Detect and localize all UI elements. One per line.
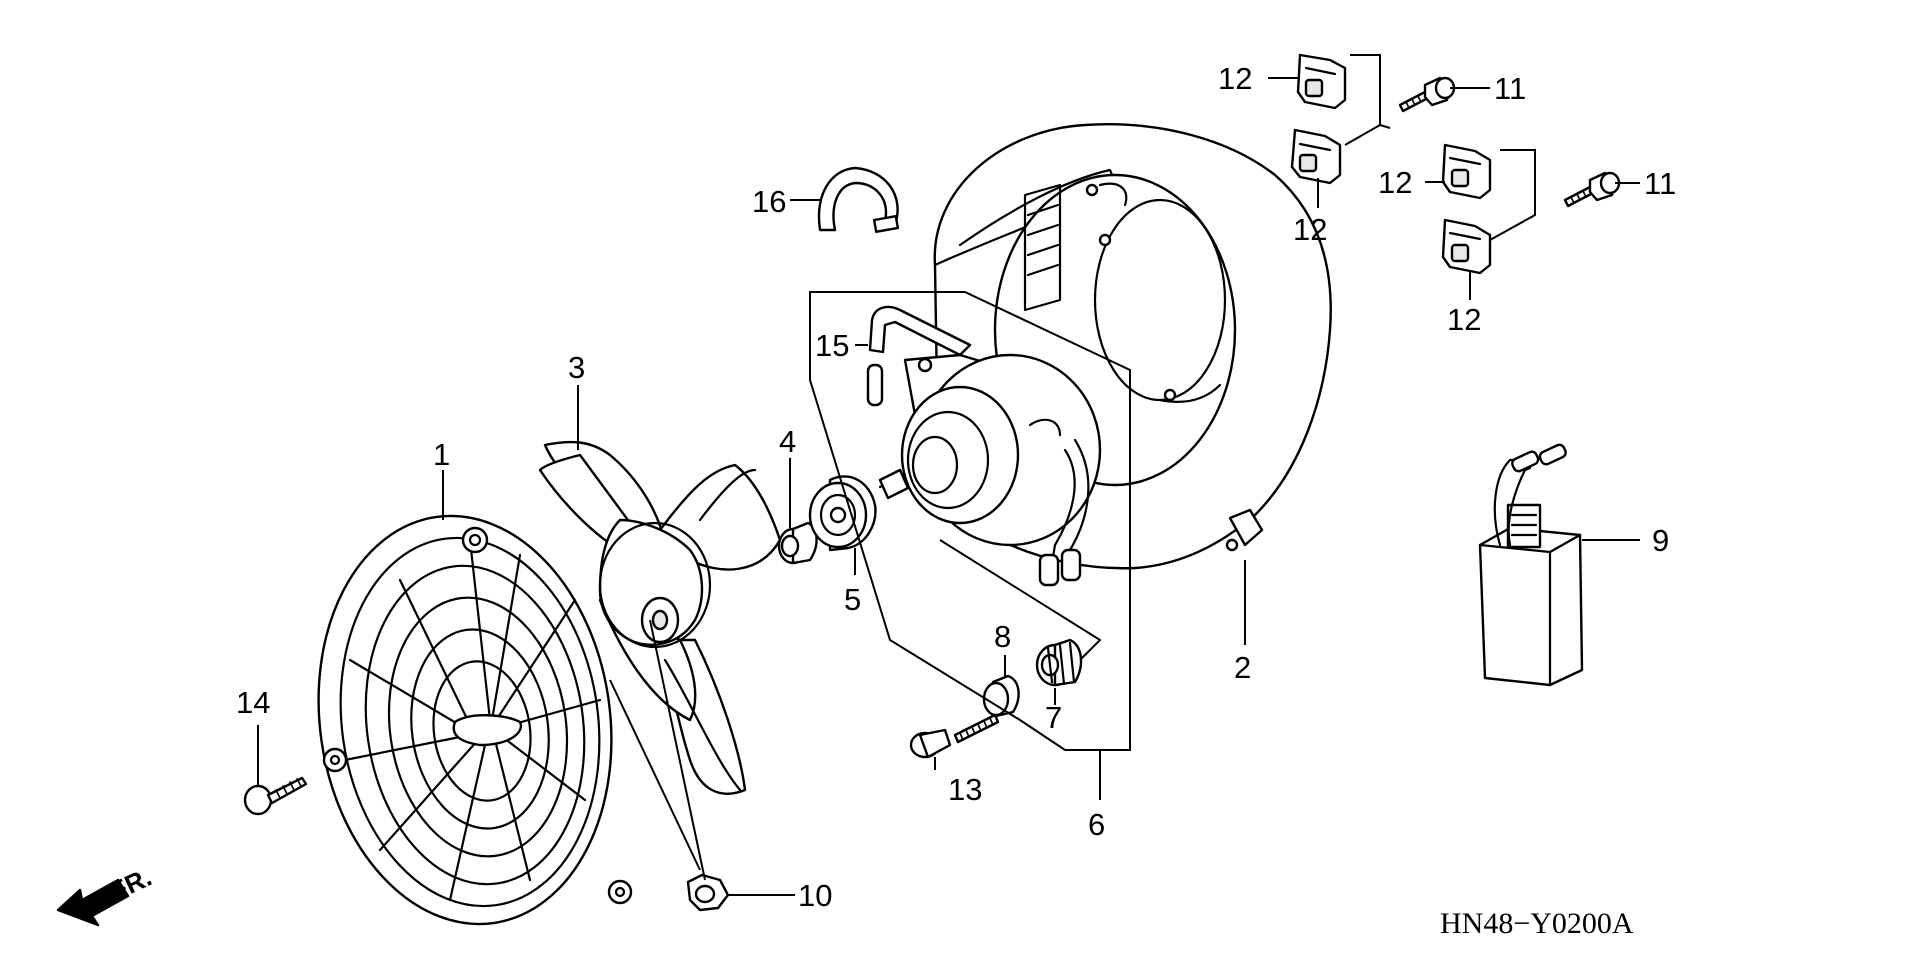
label-part-4: 4 xyxy=(779,424,796,459)
clip-part-top[interactable] xyxy=(1296,53,1347,110)
screw-part[interactable] xyxy=(243,776,308,816)
collar-part[interactable] xyxy=(982,674,1020,718)
fan-guard-part[interactable] xyxy=(293,497,637,943)
label-part-12-mid: 12 xyxy=(1293,212,1327,247)
label-part-3: 3 xyxy=(568,350,585,385)
clip-part-mid[interactable] xyxy=(1290,128,1342,185)
bolt-part-top[interactable] xyxy=(1398,76,1456,113)
label-part-16: 16 xyxy=(752,184,786,219)
label-part-12-right: 12 xyxy=(1378,165,1412,200)
label-part-8: 8 xyxy=(994,619,1011,654)
label-part-10: 10 xyxy=(798,878,832,913)
clip-part-right-bottom[interactable] xyxy=(1441,218,1492,275)
nut-part[interactable] xyxy=(686,873,730,912)
label-part-2: 2 xyxy=(1234,650,1251,685)
label-part-5: 5 xyxy=(844,582,861,617)
front-direction-arrow: FR. xyxy=(56,862,156,927)
label-part-12-bottom: 12 xyxy=(1447,302,1481,337)
label-part-7: 7 xyxy=(1045,700,1062,735)
clamp-part[interactable] xyxy=(817,166,900,234)
control-unit-part[interactable] xyxy=(1478,443,1584,687)
spacer-part[interactable] xyxy=(777,521,818,565)
part-labels: 1 2 3 4 5 6 7 8 9 10 11 11 12 12 12 12 1… xyxy=(236,61,1676,913)
label-part-11-right: 11 xyxy=(1644,166,1676,201)
label-part-9: 9 xyxy=(1652,523,1669,558)
tube-part[interactable] xyxy=(866,305,972,407)
label-part-1: 1 xyxy=(433,437,450,472)
label-part-13: 13 xyxy=(948,772,982,807)
bolt-part[interactable] xyxy=(909,713,1000,759)
label-part-14: 14 xyxy=(236,685,270,720)
label-part-12-top: 12 xyxy=(1218,61,1252,96)
leader-lines xyxy=(257,54,1640,896)
label-part-15: 15 xyxy=(815,328,849,363)
diagram-code: HN48−Y0200A xyxy=(1440,907,1634,940)
damper-part[interactable] xyxy=(808,475,877,552)
bushing-part[interactable] xyxy=(1035,638,1083,687)
label-part-11-top: 11 xyxy=(1494,71,1526,106)
fan-blade-part[interactable] xyxy=(538,440,782,795)
label-part-6: 6 xyxy=(1088,807,1105,842)
bolt-part-right[interactable] xyxy=(1563,171,1621,208)
clip-part-right-top[interactable] xyxy=(1441,143,1492,200)
fan-motor-assembly[interactable] xyxy=(878,353,1102,587)
